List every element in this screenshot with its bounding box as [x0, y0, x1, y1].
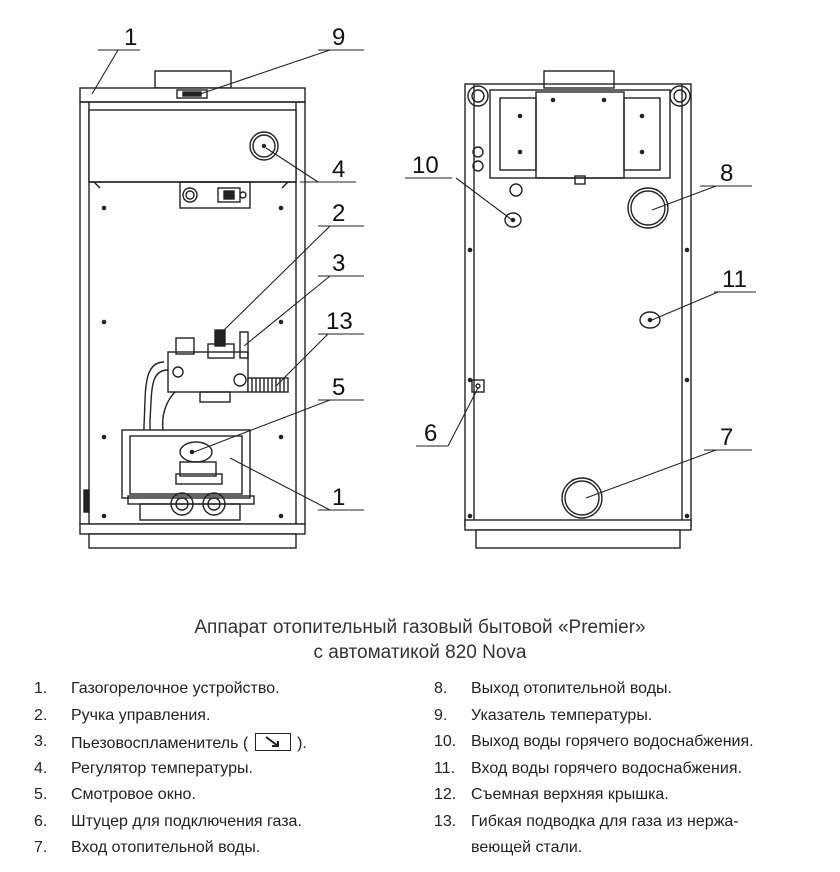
legend-item: 12. Съемная верхняя крышка.	[434, 786, 754, 813]
legend-text: Ручка управления.	[71, 706, 211, 724]
legend-num: 1.	[34, 680, 48, 697]
legend-item: 6. Штуцер для подключения газа.	[34, 813, 307, 840]
legend-num: 13.	[434, 812, 457, 830]
legend-item: 2. Ручка управления.	[34, 707, 307, 734]
callout-9: 9	[332, 24, 345, 51]
callout-13: 13	[326, 308, 353, 335]
legend-text: Съемная верхняя крышка.	[471, 786, 669, 803]
legend-text: Вход отопительной воды.	[71, 839, 261, 856]
legend-text-before: Пьезовоспламенитель (	[71, 735, 249, 752]
callout-1-bottom: 1	[332, 484, 345, 511]
callout-11: 11	[722, 266, 747, 293]
callout-1-top: 1	[124, 24, 137, 51]
legend-text-after: ).	[297, 735, 307, 752]
legend-num: 9.	[434, 706, 448, 724]
legend-num: 3.	[34, 733, 48, 750]
callout-6: 6	[424, 420, 437, 447]
callout-7: 7	[720, 424, 733, 451]
legend-text: Пьезовоспламенитель ( ).	[71, 733, 307, 753]
legend-item: 7. Вход отопительной воды.	[34, 839, 307, 866]
legend-item: веющей стали.	[434, 839, 754, 866]
callout-8: 8	[720, 160, 733, 187]
legend-item: 5. Смотровое окно.	[34, 786, 307, 813]
legend-text: Газогорелочное устройство.	[71, 680, 280, 697]
legend-item: 3. Пьезовоспламенитель ( ).	[34, 733, 307, 760]
legend-item: 13. Гибкая подводка для газа из нержа-	[434, 813, 754, 840]
legend-text: Указатель температуры.	[471, 706, 653, 724]
legend-num: 5.	[34, 786, 48, 803]
boiler-diagram: 1 9 4 2 3 13 5 1 10 8 11 6 7	[79, 24, 756, 549]
legend-left: 1. Газогорелочное устройство. 2. Ручка упр…	[34, 680, 307, 866]
callout-3: 3	[332, 250, 345, 277]
legend-num: 10.	[434, 733, 457, 750]
legend-num: 2.	[34, 706, 48, 724]
legend-num: 8.	[434, 680, 448, 697]
front-view	[79, 70, 306, 549]
rear-view	[464, 70, 692, 549]
legend-item: 8. Выход отопительной воды.	[434, 680, 754, 707]
legend-text: Выход отопительной воды.	[471, 680, 672, 697]
legend-text: веющей стали.	[471, 839, 583, 856]
callout-4: 4	[332, 156, 345, 183]
legend-num: 12.	[434, 786, 457, 803]
legend-text: Штуцер для подключения газа.	[71, 812, 302, 830]
legend-num: 6.	[34, 812, 48, 830]
legend-item: 11. Вход воды горячего водоснабжения.	[434, 760, 754, 787]
legend-right: 8. Выход отопительной воды. 9. Указатель т…	[434, 680, 754, 866]
callout-5: 5	[332, 374, 345, 401]
legend-text: Выход воды горячего водоснабжения.	[471, 733, 754, 750]
legend-text: Вход воды горячего водоснабжения.	[471, 759, 742, 777]
legend-item: 10. Выход воды горячего водоснабжения.	[434, 733, 754, 760]
legend-text: Смотровое окно.	[71, 786, 196, 803]
legend-num: 11.	[434, 759, 456, 777]
legend-item: 9. Указатель температуры.	[434, 707, 754, 734]
legend-num: 7.	[34, 839, 48, 856]
legend-item: 1. Газогорелочное устройство.	[34, 680, 307, 707]
caption-line-1: Аппарат отопительный газовый бытовой «Pr…	[194, 617, 646, 638]
legend-text: Гибкая подводка для газа из нержа-	[471, 812, 739, 830]
callout-10: 10	[412, 152, 439, 179]
legend-text: Регулятор температуры.	[71, 759, 253, 777]
legend-item: 4. Регулятор температуры.	[34, 760, 307, 787]
caption-line-2: с автоматикой 820 Nova	[313, 642, 527, 663]
piezo-igniter-icon	[254, 733, 291, 751]
legend-num: 4.	[34, 759, 48, 777]
callout-2: 2	[332, 200, 345, 227]
